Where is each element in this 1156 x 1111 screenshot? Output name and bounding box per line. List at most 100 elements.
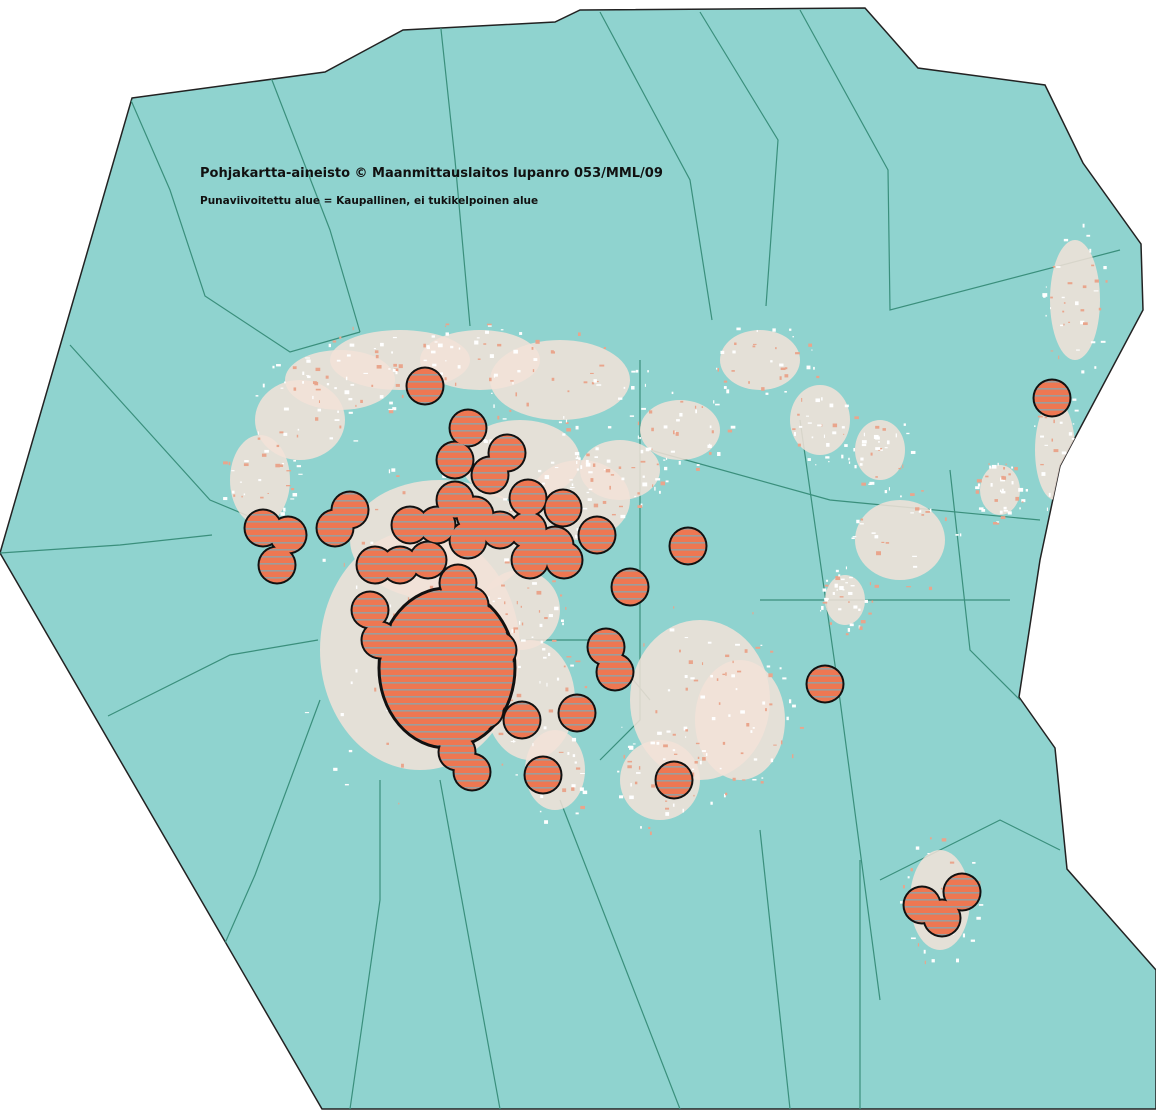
- island-dot: [707, 444, 712, 448]
- commercial-zone[interactable]: [362, 622, 398, 658]
- commercial-zone[interactable]: [510, 480, 546, 516]
- island-dot: [326, 383, 330, 386]
- commercial-zone[interactable]: [270, 517, 306, 553]
- commercial-zone[interactable]: [670, 528, 706, 564]
- commercial-zone[interactable]: [472, 457, 508, 493]
- island-dot: [929, 837, 932, 840]
- island-dot: [816, 375, 820, 379]
- commercial-zone[interactable]: [437, 442, 473, 478]
- commercial-zone[interactable]: [612, 569, 648, 605]
- commercial-zone[interactable]: [510, 512, 546, 548]
- island-dot: [849, 576, 853, 579]
- island-dot: [430, 350, 436, 354]
- commercial-zone[interactable]: [597, 654, 633, 690]
- commercial-zone[interactable]: [419, 507, 455, 543]
- island-dot: [662, 758, 666, 760]
- commercial-zone[interactable]: [410, 542, 446, 578]
- island-dot: [1025, 489, 1028, 492]
- commercial-zone[interactable]: [525, 757, 561, 793]
- commercial-zone[interactable]: [425, 662, 461, 698]
- island-dot: [538, 610, 541, 613]
- island-dot: [571, 787, 575, 791]
- island-dot: [685, 729, 689, 732]
- island-dot: [575, 812, 579, 815]
- commercial-zone[interactable]: [382, 547, 418, 583]
- island-dot: [554, 467, 559, 469]
- commercial-zone[interactable]: [482, 512, 518, 548]
- island-dot: [645, 447, 649, 452]
- island-dot: [566, 428, 571, 432]
- island-dot: [723, 386, 727, 389]
- commercial-zone[interactable]: [944, 874, 980, 910]
- island-dot: [685, 687, 688, 691]
- island-dot: [780, 740, 783, 745]
- island-dot: [336, 359, 341, 362]
- island-dot: [350, 384, 355, 386]
- commercial-zone[interactable]: [545, 490, 581, 526]
- commercial-zone[interactable]: [579, 517, 615, 553]
- commercial-zones[interactable]: [243, 366, 1072, 938]
- commercial-zone[interactable]: [512, 542, 548, 578]
- commercial-zone[interactable]: [332, 492, 368, 528]
- island-dot: [752, 778, 757, 781]
- island-dot: [829, 622, 833, 625]
- island-dot: [391, 351, 393, 354]
- commercial-zone[interactable]: [357, 547, 393, 583]
- island-dot: [717, 452, 721, 456]
- island-dot: [371, 384, 374, 387]
- island-dot: [1067, 483, 1072, 487]
- commercial-zone[interactable]: [454, 754, 490, 790]
- island-dot: [454, 382, 457, 386]
- commercial-zone[interactable]: [807, 666, 843, 702]
- commercial-zone[interactable]: [559, 695, 595, 731]
- island-dot: [730, 425, 736, 429]
- commercial-zone[interactable]: [924, 900, 960, 936]
- commercial-zone[interactable]: [656, 762, 692, 798]
- island-dot: [1072, 423, 1075, 425]
- island-dot: [363, 372, 369, 374]
- island-dot: [352, 326, 354, 331]
- island-dot: [824, 598, 829, 600]
- commercial-zone[interactable]: [456, 614, 492, 650]
- island-dot: [761, 387, 765, 391]
- commercial-zone[interactable]: [352, 592, 388, 628]
- island-dot: [339, 425, 342, 429]
- commercial-zone[interactable]: [1034, 380, 1070, 416]
- island-dot: [815, 464, 817, 466]
- commercial-zone[interactable]: [504, 702, 540, 738]
- island-dot: [1015, 496, 1020, 501]
- island-dot: [1001, 475, 1005, 480]
- commercial-zone[interactable]: [259, 547, 295, 583]
- island-dot: [656, 463, 659, 466]
- island-dot: [483, 343, 487, 345]
- island-dot: [305, 357, 310, 359]
- commercial-zone[interactable]: [546, 542, 582, 578]
- commercial-zone[interactable]: [480, 632, 516, 668]
- commercial-zone[interactable]: [467, 692, 503, 728]
- island-dot: [823, 434, 825, 438]
- commercial-zone[interactable]: [392, 507, 428, 543]
- commercial-zone[interactable]: [450, 410, 486, 446]
- island-dot: [1041, 472, 1046, 476]
- island-dot: [770, 758, 774, 763]
- island-dot: [1080, 309, 1085, 312]
- island-dot: [562, 433, 566, 436]
- island-dot: [850, 585, 855, 587]
- island-dot: [519, 332, 523, 335]
- island-dot: [379, 395, 384, 399]
- commercial-zone[interactable]: [452, 587, 488, 623]
- island-dot: [317, 408, 322, 412]
- island-dot: [656, 741, 660, 745]
- commercial-zone[interactable]: [450, 522, 486, 558]
- island-dot: [735, 688, 738, 691]
- island-dot: [1060, 470, 1064, 474]
- island-dot: [648, 410, 653, 414]
- commercial-zone[interactable]: [407, 368, 443, 404]
- island-dot: [770, 650, 774, 653]
- island-dot: [388, 408, 394, 411]
- island-dot: [1019, 507, 1021, 510]
- island-dot: [910, 937, 916, 940]
- island-dot: [510, 741, 516, 743]
